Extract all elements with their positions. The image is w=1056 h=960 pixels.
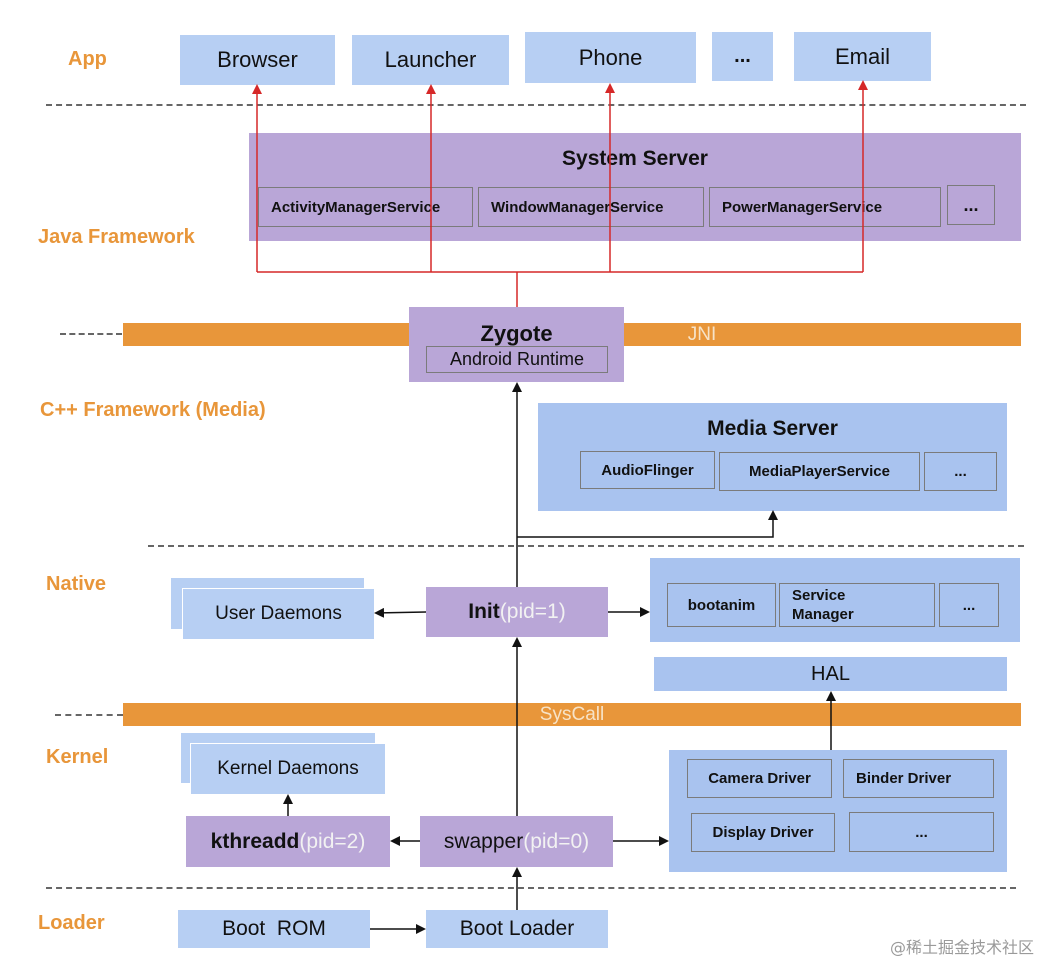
service-more: ... — [947, 185, 995, 225]
kernel-daemons: Kernel Daemons — [190, 743, 385, 794]
android-runtime: Android Runtime — [426, 346, 608, 373]
service-activity-manager: ActivityManagerService — [258, 187, 473, 227]
layer-label-app: App — [68, 48, 107, 70]
media-more: ... — [924, 452, 997, 491]
layer-label-native: Native — [46, 573, 107, 595]
boot-rom: Boot ROM — [178, 910, 370, 948]
media-audio-flinger: AudioFlinger — [580, 451, 715, 489]
media-server: Media Server — [538, 403, 1007, 511]
red-connectors — [252, 80, 868, 307]
app-launcher: Launcher — [352, 35, 509, 85]
black-connectors — [283, 382, 836, 934]
separator-jni-stub — [60, 333, 122, 335]
arrow-init-to-media-server — [517, 510, 778, 538]
layer-label-cpp-framework: C++ Framework (Media) — [40, 399, 266, 421]
arrow-init-to-user-daemons — [374, 607, 427, 618]
kthreadd-name: kthreadd — [210, 829, 300, 853]
jni-label: JNI — [687, 323, 717, 345]
native-service-manager: Service Manager — [779, 583, 935, 627]
init-name: Init — [468, 600, 500, 623]
native-bootanim: bootanim — [667, 583, 776, 627]
layer-label-kernel: Kernel — [46, 746, 109, 768]
boot-loader: Boot Loader — [426, 910, 608, 948]
drivers-more: ... — [849, 812, 994, 852]
app-email: Email — [794, 32, 931, 81]
service-window-manager: WindowManagerService — [478, 187, 704, 227]
separator-kernel-loader — [46, 887, 1016, 889]
separator-app-java — [46, 104, 1026, 106]
display-driver: Display Driver — [691, 813, 835, 852]
syscall-band: SysCall — [123, 703, 1021, 726]
hal: HAL — [654, 657, 1007, 691]
service-power-manager: PowerManagerService — [709, 187, 941, 227]
binder-driver: Binder Driver — [843, 759, 994, 798]
separator-syscall-stub — [55, 714, 123, 716]
media-server-title: Media Server — [707, 417, 838, 440]
swapper-process: swapper(pid=0) — [420, 816, 613, 867]
layer-label-java-framework: Java Framework — [38, 226, 195, 248]
kthreadd-pid: (pid=2) — [299, 829, 366, 853]
media-player-service: MediaPlayerService — [719, 452, 920, 491]
swapper-pid: (pid=0) — [523, 829, 590, 853]
app-more: ... — [712, 32, 773, 81]
init-process: Init(pid=1) — [426, 587, 608, 637]
native-services — [650, 558, 1020, 642]
app-browser: Browser — [180, 35, 335, 85]
app-phone: Phone — [525, 32, 696, 83]
swapper-name: swapper — [443, 829, 524, 853]
kthreadd-process: kthreadd(pid=2) — [186, 816, 390, 867]
native-more: ... — [939, 583, 999, 627]
camera-driver: Camera Driver — [687, 759, 832, 798]
zygote: Zygote — [409, 307, 624, 382]
syscall-label: SysCall — [539, 703, 605, 725]
user-daemons: User Daemons — [182, 588, 374, 639]
layer-label-loader: Loader — [38, 912, 105, 934]
zygote-title: Zygote — [480, 321, 553, 346]
watermark: @稀土掘金技术社区 — [890, 938, 1035, 957]
init-pid: (pid=1) — [499, 600, 566, 623]
system-server-title: System Server — [562, 147, 708, 170]
separator-cpp-native — [148, 545, 1024, 547]
